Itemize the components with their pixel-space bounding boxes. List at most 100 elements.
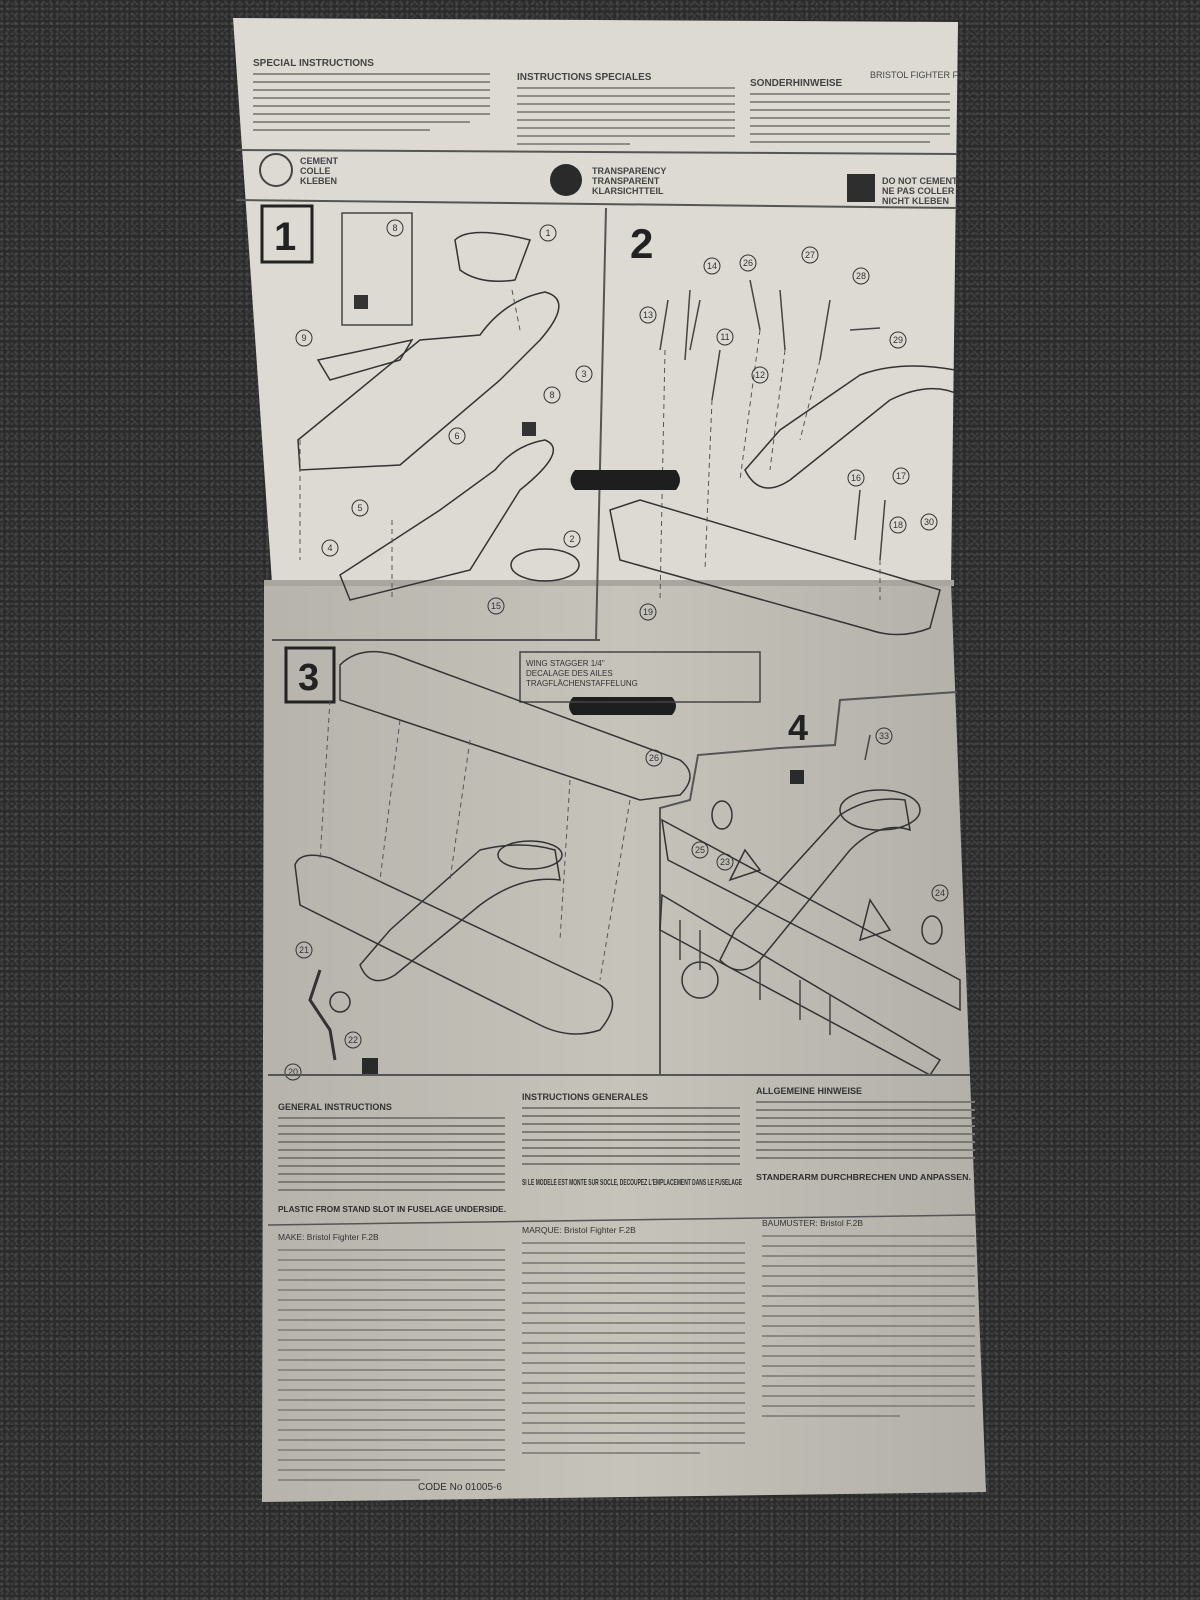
stand-slot-lower: [569, 697, 676, 715]
step-4-do-not-cement-mark: [790, 770, 804, 784]
do-not-cement-symbol: [847, 174, 875, 202]
part-label: 26: [649, 753, 659, 763]
step-4-undercarriage-a: [728, 848, 762, 882]
part-label: 27: [805, 250, 815, 260]
step-divider-vertical-top: [595, 207, 607, 641]
part-label: 26: [743, 258, 753, 268]
step-1-fuselage-upper: [297, 291, 560, 471]
transparency-label-de: KLARSICHTTEIL: [592, 186, 664, 196]
step-3-propeller: [308, 969, 337, 1061]
part-label: 2: [569, 534, 574, 544]
step-3-number: 3: [298, 657, 319, 699]
general-instructions-fr-end: SI LE MODELE EST MONTE SUR SOCLE, DECOUP…: [522, 1177, 742, 1187]
part-label: 30: [924, 517, 934, 527]
part-label: 28: [856, 271, 866, 281]
general-instructions-de-end: STANDERARM DURCHBRECHEN UND ANPASSEN.: [756, 1172, 971, 1182]
part-label: 14: [707, 261, 717, 271]
sheet-upper-half: [233, 18, 958, 583]
step-4-fuselage: [719, 798, 911, 971]
part-label: 1: [545, 228, 550, 238]
part-label: 25: [695, 845, 705, 855]
step-1: 1: [260, 204, 580, 601]
general-instructions-endings: PLASTIC FROM STAND SLOT IN FUSELAGE UNDE…: [278, 1172, 971, 1214]
general-instructions-fr-title: INSTRUCTIONS GENERALES: [522, 1092, 648, 1102]
step-1-tail-part: [454, 231, 531, 282]
step-3-spinner: [329, 991, 351, 1013]
part-label: 15: [491, 601, 501, 611]
wing-stagger-line-1: WING STAGGER 1/4": [526, 659, 605, 668]
step-3-tailplane: [497, 840, 563, 870]
specs-en-heading: MAKE: Bristol Fighter F.2B: [278, 1232, 379, 1242]
step-2-number: 2: [630, 220, 653, 267]
transparency-symbol: [550, 164, 582, 196]
part-label: 5: [357, 503, 362, 513]
sheet-shading: [262, 586, 986, 1502]
step-4-wheel-right: [921, 915, 943, 945]
transparency-label-fr: TRANSPARENT: [592, 176, 660, 186]
special-instructions: SPECIAL INSTRUCTIONS INSTRUCTIONS SPECIA…: [253, 58, 971, 89]
step-4-part-labels: 33 25 23 24: [691, 727, 949, 902]
header-divider: [235, 149, 958, 155]
do-not-cement-label-de: NICHT KLEBEN: [882, 196, 949, 206]
step-4-number: 4: [788, 707, 808, 748]
cement-label-de: KLEBEN: [300, 176, 337, 186]
step-3-do-not-cement-mark: [362, 1058, 378, 1074]
general-instructions-de-title: ALLGEMEINE HINWEISE: [756, 1086, 862, 1096]
do-not-cement-label-en: DO NOT CEMENT: [882, 176, 958, 186]
part-label: 29: [893, 335, 903, 345]
special-instructions-text-lines: [253, 73, 950, 145]
step-2-lower-wing: [609, 499, 941, 636]
part-label: 12: [755, 370, 765, 380]
part-label: 19: [643, 607, 653, 617]
step-2-struts: [659, 279, 886, 561]
wing-stagger-line-3: TRAGFLÄCHENSTAFFELUNG: [526, 679, 638, 688]
part-label: 16: [851, 473, 861, 483]
cement-label-fr: COLLE: [300, 166, 331, 176]
step-1-fuselage-lower: [339, 439, 555, 601]
step-3: 3 WING STAGGER 1/4" DECALAGE DES AILES T…: [284, 646, 761, 1074]
step-4-frame: [659, 691, 958, 1075]
step-1-do-not-cement-mark-a: [354, 295, 368, 309]
step-1-inset-box: [341, 212, 413, 326]
general-instructions-text-lines: [278, 1101, 975, 1191]
part-label: 13: [643, 310, 653, 320]
specs-divider: [267, 1214, 976, 1226]
stand-slot-upper: [570, 470, 680, 490]
step-1-part-labels: 8 1 9 3 8 6 5 4 2 15: [295, 219, 593, 615]
part-label: 3: [581, 369, 586, 379]
step-4-tailplane: [839, 789, 921, 831]
step-1-wing-piece: [316, 338, 414, 381]
specs-de-heading: BAUMUSTER: Bristol F.2B: [762, 1218, 863, 1228]
transparency-label-en: TRANSPARENCY: [592, 166, 666, 176]
part-label: 6: [454, 431, 459, 441]
part-label: 8: [392, 223, 397, 233]
step-2-part-labels: 14 26 27 28 13 29 11 12 16 17 18 30 19: [639, 246, 938, 621]
specs-fr-heading: MARQUE: Bristol Fighter F.2B: [522, 1225, 636, 1235]
step-1-stabilizer: [510, 548, 580, 582]
legend-divider: [235, 199, 958, 209]
part-label: 11: [720, 332, 729, 342]
step-4-undercarriage-b: [858, 898, 892, 942]
specs-text-lines: [278, 1235, 975, 1481]
special-instructions-fr-title: INSTRUCTIONS SPECIALES: [517, 72, 652, 83]
step-4-wheel-left: [711, 800, 733, 830]
part-label: 33: [879, 731, 889, 741]
step-2: 2: [609, 220, 962, 636]
do-not-cement-label-fr: NE PAS COLLER: [882, 186, 955, 196]
step-1-number: 1: [274, 215, 296, 259]
special-instructions-de-title: SONDERHINWEISE: [750, 78, 843, 89]
specifications: MAKE: Bristol Fighter F.2B MARQUE: Brist…: [278, 1218, 863, 1242]
part-label: 20: [288, 1067, 298, 1077]
step-3-upper-wing: [339, 650, 691, 801]
special-instructions-en-title: SPECIAL INSTRUCTIONS: [253, 58, 374, 69]
general-instructions-en-end: PLASTIC FROM STAND SLOT IN FUSELAGE UNDE…: [278, 1204, 506, 1214]
step-1-box: [260, 204, 314, 264]
legend: CEMENT COLLE KLEBEN TRANSPARENCY TRANSPA…: [259, 153, 958, 206]
part-label: 18: [893, 520, 903, 530]
step-2-fuselage: [744, 365, 962, 489]
cement-symbol: [259, 153, 293, 187]
part-label: 23: [720, 857, 730, 867]
general-instructions-en-title: GENERAL INSTRUCTIONS: [278, 1102, 392, 1112]
sheet-fold: [264, 580, 954, 586]
wing-stagger-box: [519, 651, 761, 703]
